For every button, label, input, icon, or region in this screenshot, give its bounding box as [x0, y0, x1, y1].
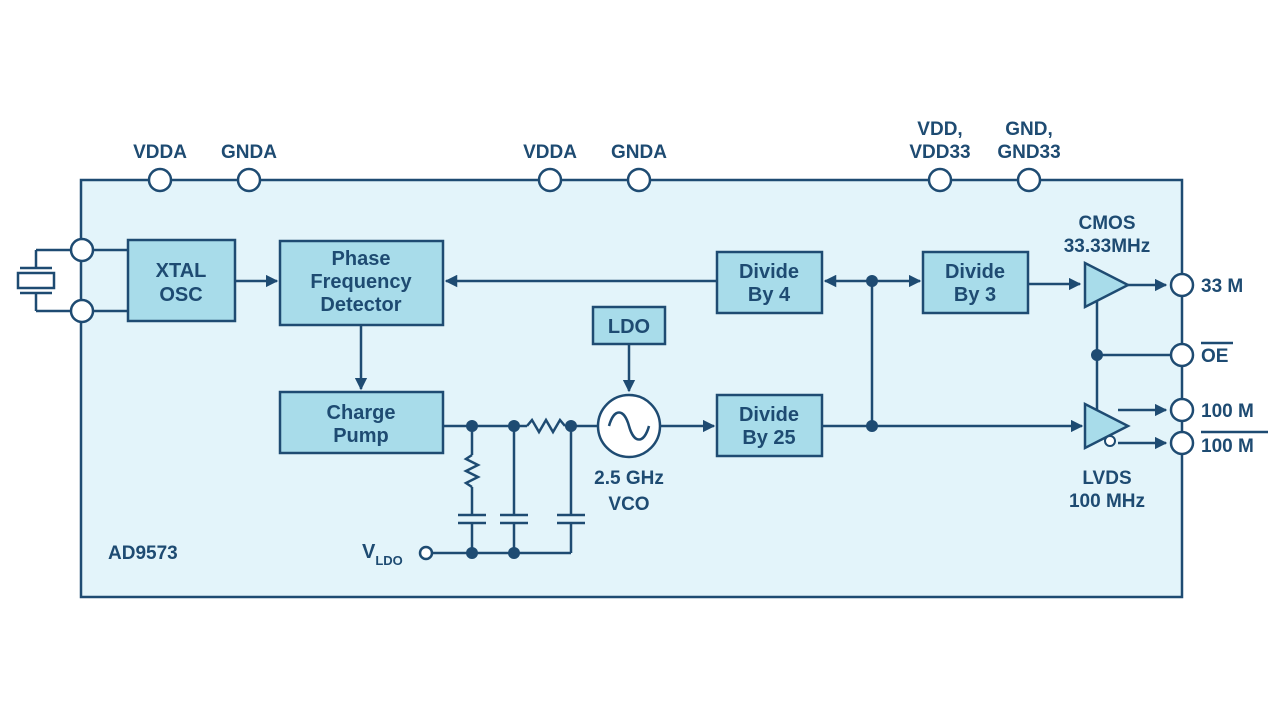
pin-label-vdd33: VDD33	[909, 142, 970, 163]
pin-label-vdda-1: VDDA	[133, 142, 187, 163]
div25-label-1: Divide	[739, 404, 799, 426]
chip-name: AD9573	[108, 543, 178, 564]
osc-label: OSC	[159, 284, 202, 306]
lvds-freq-label: 100 MHz	[1069, 491, 1145, 512]
charge-pump-label-1: Charge	[327, 402, 396, 424]
sine-wave-icon	[607, 411, 651, 441]
div3-label-2: By 3	[954, 284, 996, 306]
divide-by-3-block	[921, 250, 1030, 315]
out-100m-label: 100 M	[1201, 401, 1254, 422]
div25-label-2: By 25	[742, 427, 795, 449]
out-oe-label: OE	[1201, 346, 1228, 367]
pin-label-gnda-1: GNDA	[221, 142, 277, 163]
out-33m-label: 33 M	[1201, 276, 1243, 297]
pin-gnd33	[1016, 167, 1042, 193]
pin-vdda-2	[537, 167, 563, 193]
pin-label-vdd: VDD,	[917, 119, 962, 140]
xtal-label: XTAL	[156, 260, 207, 282]
out-100m-n-label: 100 M	[1201, 436, 1254, 457]
cmos-freq-label: 33.33MHz	[1064, 236, 1151, 257]
top-pins	[147, 167, 1042, 193]
pfd-label-1: Phase	[332, 248, 391, 270]
pin-label-gnd: GND,	[1005, 119, 1053, 140]
pin-xtal-1	[69, 237, 95, 263]
ldo-label: LDO	[608, 316, 650, 338]
pin-gnda-2	[626, 167, 652, 193]
lvds-invert-bubble	[1104, 435, 1116, 447]
vco-freq-label: 2.5 GHz	[594, 468, 664, 489]
lvds-label: LVDS	[1082, 468, 1131, 489]
pin-33m	[1169, 272, 1195, 298]
pfd-label-2: Frequency	[310, 271, 412, 293]
vldo-label: VLDO	[362, 541, 403, 568]
pin-vdda-1	[147, 167, 173, 193]
pin-100m-n	[1169, 430, 1195, 456]
pin-xtal-2	[69, 298, 95, 324]
divide-by-4-block	[715, 250, 824, 315]
pfd-block	[278, 239, 445, 327]
cmos-label: CMOS	[1079, 213, 1136, 234]
charge-pump-label-2: Pump	[333, 425, 389, 447]
div3-label-1: Divide	[945, 261, 1005, 283]
div4-label-2: By 4	[748, 284, 791, 306]
pin-label-gnd33: GND33	[997, 142, 1060, 163]
pin-oe	[1169, 342, 1195, 368]
cmos-buffer-icon	[1083, 260, 1131, 310]
pin-label-vdda-2: VDDA	[523, 142, 577, 163]
div4-label-1: Divide	[739, 261, 799, 283]
pin-label-gnda-2: GNDA	[611, 142, 667, 163]
chip-outline	[79, 178, 1184, 599]
pin-vdd33	[927, 167, 953, 193]
vco-label: VCO	[608, 494, 649, 515]
charge-pump-block	[278, 390, 445, 455]
loop-filter	[418, 417, 597, 561]
pin-100m	[1169, 397, 1195, 423]
pin-gnda-1	[236, 167, 262, 193]
pfd-label-3: Detector	[320, 294, 401, 316]
crystal-icon	[16, 248, 71, 313]
xtal-osc-block	[126, 238, 237, 323]
